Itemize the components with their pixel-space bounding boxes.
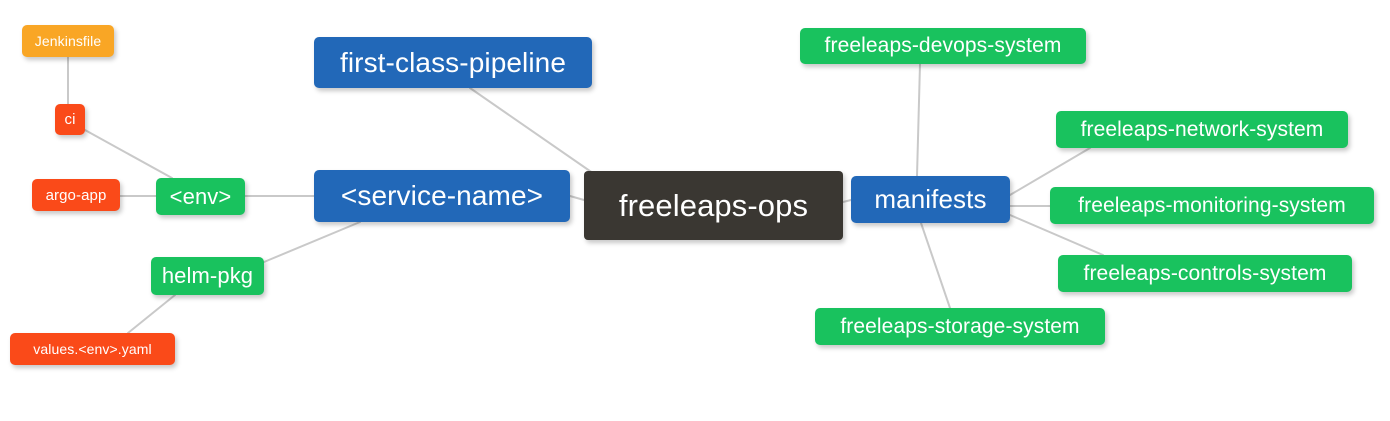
edge-freeleaps-ops-to-manifests (842, 199, 852, 203)
node-label: Jenkinsfile (34, 33, 102, 49)
node-ci[interactable]: ci (55, 104, 85, 135)
node-label: <env> (169, 183, 232, 209)
node-freeleaps-monitoring-system[interactable]: freeleaps-monitoring-system (1050, 187, 1374, 224)
edge-env-to-ci (84, 129, 173, 179)
edge-manifests-to-freeleaps-devops-system (916, 63, 921, 177)
node-label: argo-app (45, 186, 107, 204)
node-label: values.<env>.yaml (33, 341, 152, 357)
node-label: freeleaps-monitoring-system (1078, 193, 1346, 217)
edge-freeleaps-ops-to-first-class-pipeline (469, 87, 601, 179)
node-label: freeleaps-devops-system (824, 34, 1062, 57)
node-jenkinsfile[interactable]: Jenkinsfile (22, 25, 114, 57)
node-label: <service-name> (340, 180, 544, 211)
node-first-class-pipeline[interactable]: first-class-pipeline (314, 37, 592, 88)
node-service-name[interactable]: <service-name> (314, 170, 570, 222)
node-argo-app[interactable]: argo-app (32, 179, 120, 211)
node-label: freeleaps-network-system (1080, 117, 1324, 141)
node-manifests[interactable]: manifests (851, 176, 1010, 223)
node-freeleaps-network-system[interactable]: freeleaps-network-system (1056, 111, 1348, 148)
node-label: freeleaps-ops (618, 187, 809, 223)
node-values-env-yaml[interactable]: values.<env>.yaml (10, 333, 175, 365)
node-label: first-class-pipeline (339, 46, 567, 78)
node-freeleaps-devops-system[interactable]: freeleaps-devops-system (800, 28, 1086, 64)
node-label: helm-pkg (161, 263, 254, 288)
edge-service-name-to-helm-pkg (263, 221, 361, 263)
node-freeleaps-ops[interactable]: freeleaps-ops (584, 171, 843, 240)
node-env[interactable]: <env> (156, 178, 245, 215)
node-label: manifests (874, 184, 987, 214)
node-label: freeleaps-controls-system (1083, 261, 1327, 285)
node-freeleaps-controls-system[interactable]: freeleaps-controls-system (1058, 255, 1352, 292)
node-freeleaps-storage-system[interactable]: freeleaps-storage-system (815, 308, 1105, 345)
edge-helm-pkg-to-values-env-yaml (127, 294, 176, 334)
node-helm-pkg[interactable]: helm-pkg (151, 257, 264, 295)
node-label: freeleaps-storage-system (840, 314, 1080, 338)
node-label: ci (64, 111, 76, 128)
edge-freeleaps-ops-to-service-name (569, 195, 585, 201)
edge-manifests-to-freeleaps-storage-system (920, 222, 951, 309)
